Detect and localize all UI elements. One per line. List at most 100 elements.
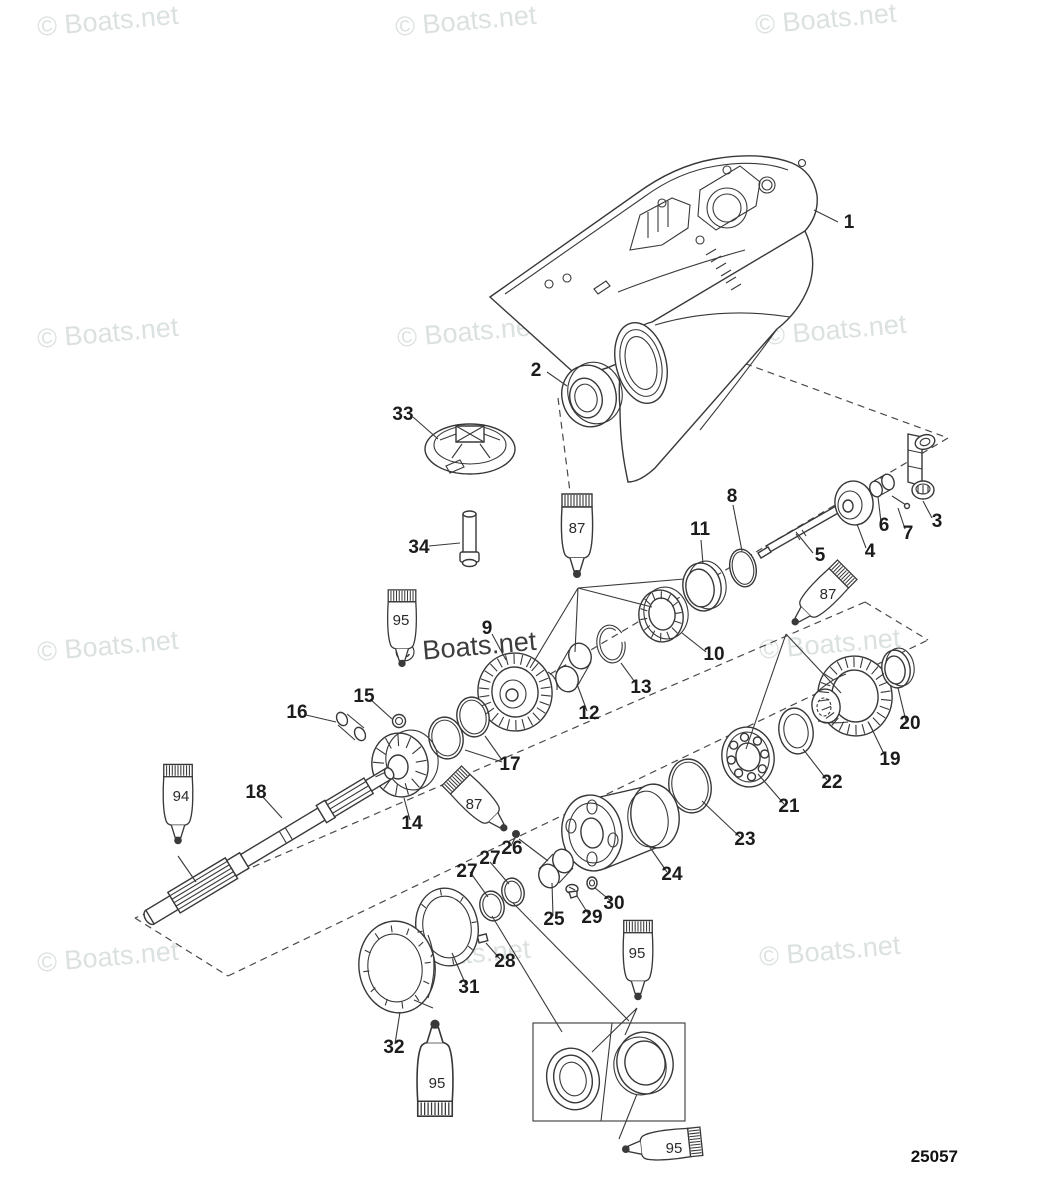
lubricant-tube-95 xyxy=(622,919,654,1001)
callout-leader-lines xyxy=(177,209,933,1140)
callout-label-27: 27 xyxy=(479,848,500,869)
gear-teeth-layer xyxy=(363,591,891,1009)
part-20-seal xyxy=(881,647,915,689)
part-32-ring-gear xyxy=(358,920,436,1014)
watermark-text: © Boats.net xyxy=(758,623,902,665)
part-3-shift-cam xyxy=(907,433,936,500)
lubricant-tube-95 xyxy=(621,1126,704,1161)
gear-teeth xyxy=(372,734,427,796)
part-27-oil-seals xyxy=(479,877,525,922)
callout-label-32: 32 xyxy=(383,1037,404,1058)
part-13-retaining-ring xyxy=(596,624,626,664)
watermark-text: © Boats.net xyxy=(394,0,538,42)
callout-label-31: 31 xyxy=(458,977,480,998)
part-22-washer xyxy=(778,707,814,755)
callout-label-9: 9 xyxy=(482,618,493,639)
callout-label-15: 15 xyxy=(353,686,375,707)
tube-label-87: 87 xyxy=(820,586,837,603)
tube-label-95: 95 xyxy=(629,945,646,962)
tube-label-95: 95 xyxy=(429,1075,446,1092)
part-17-o-rings xyxy=(428,696,490,760)
part-30-small-washer xyxy=(586,876,598,890)
part-16-cross-pin xyxy=(335,711,367,742)
part-6-spacer xyxy=(869,473,895,498)
part-2-bearing xyxy=(561,361,623,428)
part-9-pinion-gear xyxy=(477,652,558,732)
callout-label-29: 29 xyxy=(581,907,602,928)
bearing-ball xyxy=(739,732,750,742)
gear-teeth xyxy=(363,925,431,1009)
part-1-gear-housing xyxy=(488,155,818,483)
callout-label-17: 17 xyxy=(499,754,520,775)
callout-label-19: 19 xyxy=(879,749,900,770)
callout-label-7: 7 xyxy=(903,523,914,544)
part-8-o-ring xyxy=(728,548,758,588)
drawing-number: 25057 xyxy=(911,1147,958,1166)
callout-label-25: 25 xyxy=(543,909,565,930)
part-10-tapered-bearing xyxy=(638,586,689,643)
gear-teeth xyxy=(417,889,477,965)
callout-label-28: 28 xyxy=(494,951,515,972)
callout-label-13: 13 xyxy=(630,677,651,698)
watermark-text: © Boats.net xyxy=(758,930,902,972)
callout-label-14: 14 xyxy=(401,813,423,834)
tube-label-94: 94 xyxy=(173,788,190,805)
callout-label-16: 16 xyxy=(286,702,307,723)
callout-label-10: 10 xyxy=(703,644,724,665)
watermark-text: © Boats.net xyxy=(36,936,180,978)
callout-label-20: 20 xyxy=(899,713,920,734)
bearing-ball xyxy=(757,764,767,774)
watermark-text: © Boats.net xyxy=(754,0,898,40)
lubricant-tube-95 xyxy=(416,1019,454,1118)
callout-label-1: 1 xyxy=(844,212,855,233)
callout-label-30: 30 xyxy=(603,893,624,914)
bearing-ball xyxy=(729,740,739,750)
part-11-bearing-race xyxy=(682,560,727,612)
bearing-ball xyxy=(733,768,744,778)
callout-label-12: 12 xyxy=(578,703,599,724)
part-19-reverse-gear xyxy=(811,655,893,737)
callout-label-8: 8 xyxy=(727,486,738,507)
callout-label-3: 3 xyxy=(932,511,943,532)
lubricant-tube-94 xyxy=(162,763,194,845)
callout-label-26: 26 xyxy=(501,838,522,859)
callout-label-11: 11 xyxy=(690,519,711,540)
callout-label-22: 22 xyxy=(821,772,842,793)
callout-label-6: 6 xyxy=(879,515,890,536)
gear-teeth xyxy=(479,653,551,731)
callout-label-34: 34 xyxy=(408,537,430,558)
bearing-ball xyxy=(752,736,763,746)
part-29-screw xyxy=(565,883,579,899)
part-23-o-ring xyxy=(668,758,712,814)
part-26-grease-dab xyxy=(512,830,520,838)
part-18-propeller-shaft xyxy=(143,767,395,926)
lubricant-tube-87 xyxy=(441,765,508,832)
gear-teeth xyxy=(640,591,682,641)
watermark-text: © Boats.net xyxy=(36,625,180,667)
tube-label-95: 95 xyxy=(666,1140,683,1157)
callout-label-4: 4 xyxy=(865,541,876,562)
lubricant-tube-87 xyxy=(791,559,858,626)
part-12-bushing xyxy=(555,642,592,693)
part-34-bolt xyxy=(459,510,480,568)
tube-label-95: 95 xyxy=(393,612,410,629)
callout-label-33: 33 xyxy=(392,404,413,425)
part-5-shaft xyxy=(757,505,841,559)
callout-label-18: 18 xyxy=(245,782,266,803)
part-15-fastener xyxy=(391,713,407,729)
bearing-ball xyxy=(726,755,736,765)
lubricant-tube-87 xyxy=(560,493,594,578)
part-7-pin xyxy=(891,495,911,510)
part-24-bearing-carrier xyxy=(561,783,680,872)
bearing-ball xyxy=(746,772,757,782)
part-25-bushing xyxy=(538,848,574,889)
watermark-layer: © Boats.net © Boats.net © Boats.net © Boats… xyxy=(36,0,908,978)
callout-label-27: 27 xyxy=(456,861,477,882)
callout-label-2: 2 xyxy=(531,360,542,381)
tube-label-87: 87 xyxy=(569,520,586,537)
callout-label-5: 5 xyxy=(815,545,826,566)
